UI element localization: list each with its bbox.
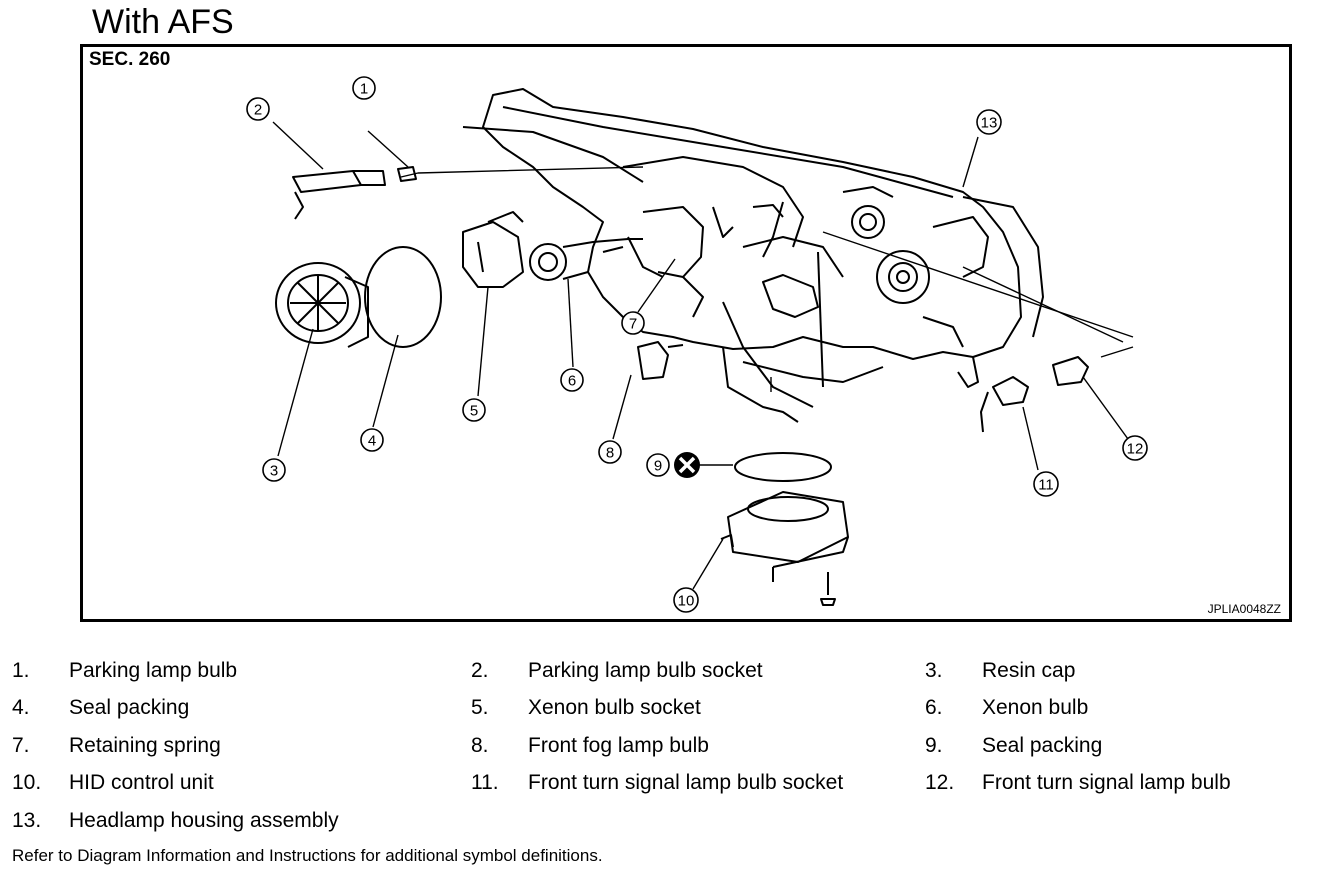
svg-text:3: 3	[270, 463, 278, 480]
callout-12: 12	[1122, 435, 1148, 461]
callout-10: 10	[673, 587, 699, 613]
figure-code: JPLIA0048ZZ	[1207, 602, 1281, 616]
page-title: With AFS	[92, 3, 234, 41]
svg-text:7: 7	[629, 316, 637, 333]
footer-note: Refer to Diagram Information and Instruc…	[12, 846, 603, 865]
svg-text:11: 11	[1038, 477, 1054, 494]
callout-13: 13	[976, 109, 1002, 135]
svg-text:4: 4	[368, 433, 376, 450]
svg-text:10: 10	[678, 593, 695, 610]
front-fog-lamp-bulb	[637, 341, 684, 380]
callout-11: 11	[1033, 471, 1059, 497]
screw	[820, 572, 836, 606]
section-label: SEC. 260	[89, 49, 171, 70]
callout-6: 6	[560, 368, 584, 392]
diagram-drawing: 1 2 3 4 5 6 7 8 9 10 11 12 13	[246, 76, 1148, 613]
svg-text:12: 12	[1127, 441, 1144, 458]
front-turn-signal-lamp-bulb-socket	[980, 376, 1029, 433]
callout-5: 5	[462, 398, 486, 422]
callout-3: 3	[262, 458, 286, 482]
callout-4: 4	[360, 428, 384, 452]
callout-2: 2	[246, 97, 270, 121]
front-turn-signal-lamp-bulb	[1052, 356, 1089, 386]
svg-text:13: 13	[981, 115, 998, 132]
svg-text:2: 2	[254, 102, 262, 119]
svg-text:1: 1	[360, 81, 368, 98]
seal-packing-ring	[364, 246, 442, 348]
hid-control-unit	[720, 491, 849, 582]
cross-circle-icon	[674, 452, 700, 478]
parking-lamp-bulb-socket	[292, 170, 386, 220]
svg-text:8: 8	[606, 445, 614, 462]
headlamp-housing	[462, 88, 1044, 408]
xenon-bulb-socket	[462, 211, 524, 288]
callout-7: 7	[621, 311, 645, 335]
svg-text:9: 9	[654, 458, 662, 475]
callout-1: 1	[352, 76, 376, 100]
svg-text:5: 5	[470, 403, 478, 420]
svg-text:6: 6	[568, 373, 576, 390]
callout-8: 8	[598, 440, 622, 464]
callout-9: 9	[646, 453, 670, 477]
retaining-spring	[642, 206, 704, 278]
wiring-harness	[722, 346, 799, 423]
xenon-bulb	[529, 238, 643, 281]
seal-packing-ring-small	[734, 452, 832, 482]
exploded-diagram: 1 2 3 4 5 6 7 8 9 10 11 12 13 SEC. 260 J…	[80, 44, 1292, 622]
parking-lamp-bulb	[397, 166, 417, 182]
resin-cap	[275, 262, 369, 348]
